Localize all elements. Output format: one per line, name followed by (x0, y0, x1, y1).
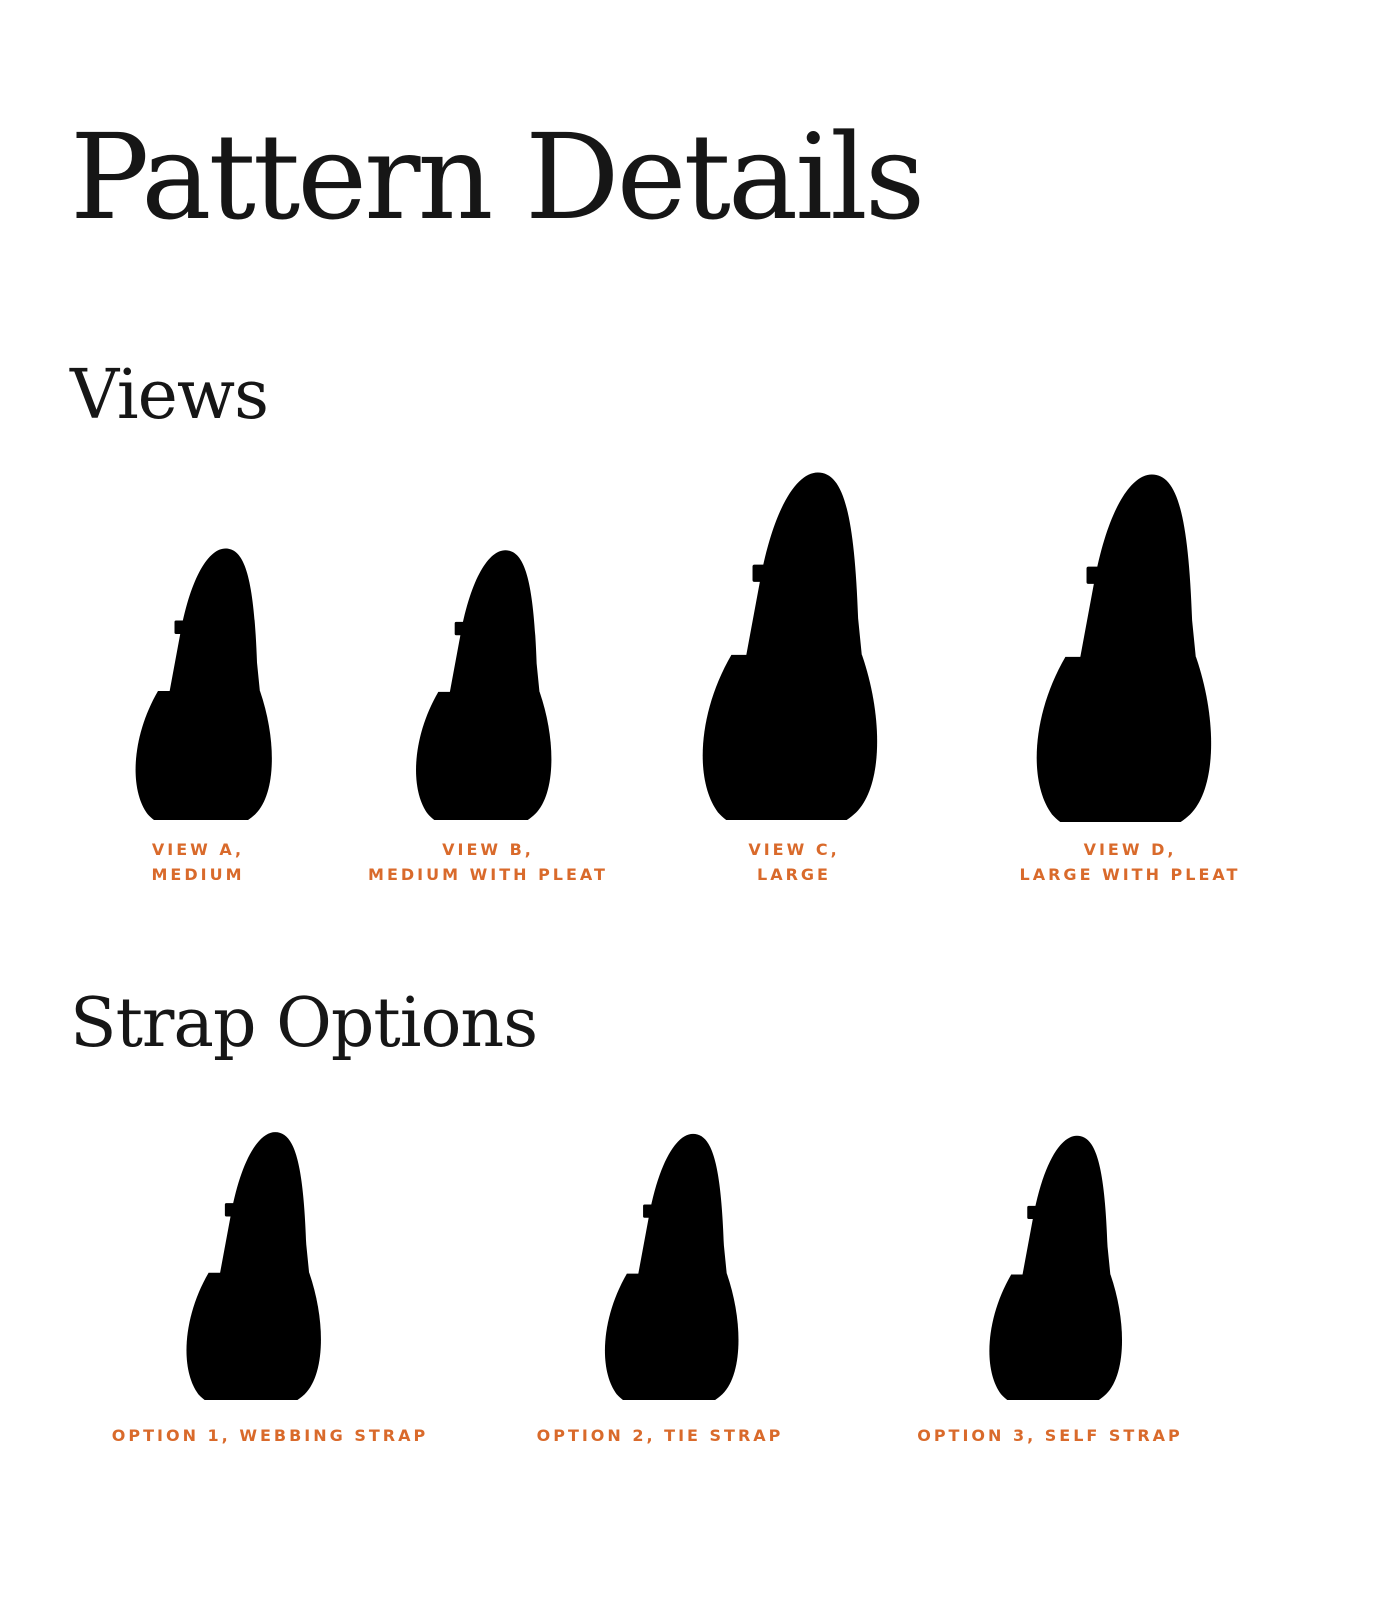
strap-options-heading: Strap Options (70, 984, 538, 1063)
view-b-bag-illustration (398, 522, 568, 820)
views-heading: Views (70, 356, 269, 435)
page-title: Pattern Details (70, 108, 925, 246)
option-1-label: OPTION 1, WEBBING STRAP (111, 1426, 429, 1445)
view-d-bag-illustration (1014, 438, 1232, 822)
view-c-bag-illustration (680, 436, 898, 820)
view-c-label: VIEW C, LARGE (748, 840, 840, 884)
option-3-label: OPTION 3, SELF STRAP (917, 1426, 1183, 1445)
view-b-label: VIEW B, MEDIUM WITH PLEAT (368, 840, 608, 884)
option-1-bag-illustration (168, 1104, 338, 1400)
view-a-bag-illustration (118, 520, 288, 820)
view-a-label: VIEW A, MEDIUM (151, 840, 245, 884)
option-2-label: OPTION 2, TIE STRAP (536, 1426, 784, 1445)
option-3-bag-illustration (970, 1108, 1140, 1400)
option-2-bag-illustration (586, 1106, 756, 1400)
view-d-label: VIEW D, LARGE WITH PLEAT (1019, 840, 1241, 884)
